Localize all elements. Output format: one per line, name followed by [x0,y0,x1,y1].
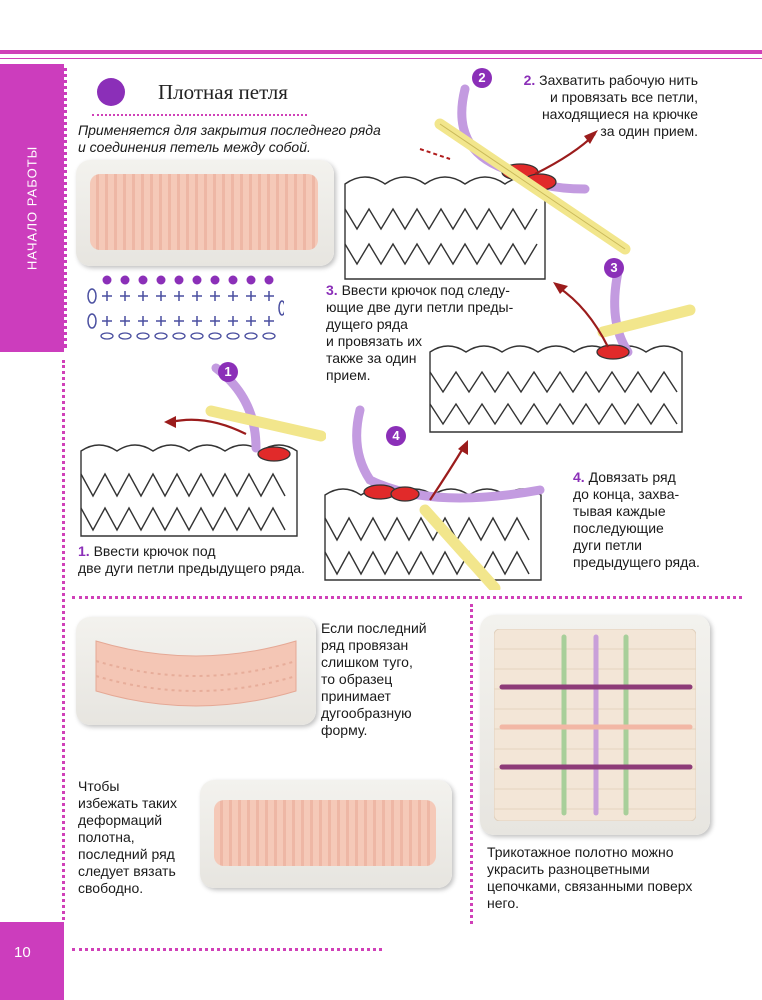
note-loose: Чтобы избежать таких деформаций полотна,… [78,778,177,897]
step-4-text: 4. Довязать ряд до конца, захва- тывая к… [573,469,700,571]
step-1-text: 1. Ввести крючок под две дуги петли пред… [78,543,305,577]
curved-swatch [95,640,297,707]
note-line: дугообразную [321,705,412,721]
step-2-text: 2. Захватить рабочую нить и провязать вс… [520,72,698,140]
sidebar-label: НАЧАЛО РАБОТЫ [24,145,40,271]
sample-photo-curved [76,617,316,725]
note-line: свободно. [78,880,144,896]
step-number-label: 4. [573,469,589,485]
note-line: Если последний [321,620,427,636]
note-line: последний ряд [78,846,175,862]
note-line: цепочками, связанными поверх [487,878,693,894]
step-line: две дуги петли предыдущего ряда. [78,560,305,576]
tricot-swatch [494,629,696,821]
step-line: тывая каждые [573,503,666,519]
title-dotted-line [92,114,307,116]
section-intro: Применяется для закрытия последнего ряда… [78,122,398,156]
sidebar-dotted-line [62,360,65,920]
top-rule-thin [0,58,762,59]
crochet-hook [419,504,501,590]
section-bullet [97,78,125,106]
note-line: следует вязать [78,863,176,879]
note-line: слишком туго, [321,654,413,670]
intro-line: и соединения петель между собой. [78,139,311,155]
direction-arrow [534,133,596,175]
step-line: последующие [573,520,664,536]
note-line: украсить разноцветными [487,861,650,877]
step-line: и провязать их [326,333,423,349]
step-line: и провязать все петли, [549,89,698,105]
step-line: предыдущего ряда. [573,554,700,570]
note-line: деформаций [78,812,163,828]
illustration-step-2 [344,84,631,280]
stitch-chart [87,275,284,340]
note-line: то образец [321,671,393,687]
note-tight: Если последний ряд провязан слишком туго… [321,620,427,739]
step-line: за один прием. [600,123,698,139]
step-line: ющие две дуги петли преды- [326,299,514,315]
sample-photo-loose [200,780,452,888]
knitted-swatch [90,174,318,250]
illustration-step-3 [429,267,696,433]
step-4-marker: 4 [386,426,406,446]
knitted-swatch [214,800,436,866]
step-line: 4. Довязать ряд [573,469,676,485]
note-line: избежать таких [78,795,177,811]
step-line: до конца, захва- [573,486,680,502]
illustration-step-1 [80,363,326,537]
page-number-block: 10 [0,922,64,1000]
step-1-marker: 1 [218,362,238,382]
sample-photo-tricot [480,615,710,835]
note-line: форму. [321,722,368,738]
step-2-marker: 2 [472,68,492,88]
illustration-step-4 [324,405,545,590]
column-divider [470,604,473,924]
note-line: него. [487,895,519,911]
step-line: прием. [326,367,371,383]
step-number-label: 1. [78,543,94,559]
page-number: 10 [14,944,31,961]
note-line: принимает [321,688,391,704]
note-line: ряд провязан [321,637,409,653]
step-number-label: 3. [326,282,342,298]
note-line: Трикотажное полотно можно [487,844,674,860]
step-line: дуги петли [573,537,642,553]
crochet-hook [597,304,696,338]
intro-line: Применяется для закрытия последнего ряда [78,122,381,138]
note-line: полотна, [78,829,135,845]
section-title: Плотная петля [158,80,288,104]
bottom-dotted-line [72,948,382,951]
sample-photo-flat [76,160,334,266]
step-line: 1. Ввести крючок под [78,543,216,559]
sidebar-tab: НАЧАЛО РАБОТЫ [0,64,67,352]
step-line: находящиеся на крючке [541,106,698,122]
step-line: дущего ряда [326,316,408,332]
step-line: 3. Ввести крючок под следу- [326,282,510,298]
note-line: Чтобы [78,778,120,794]
step-line: также за один [326,350,417,366]
section-divider [72,596,742,599]
step-number-label: 2. [523,72,540,88]
note-tricot: Трикотажное полотно можно украсить разно… [487,844,692,912]
step-3-text: 3. Ввести крючок под следу- ющие две дуг… [326,282,513,384]
step-line: 2. Захватить рабочую нить [523,72,698,88]
top-rule [0,50,762,54]
step-3-marker: 3 [604,258,624,278]
crochet-hook [205,405,326,442]
